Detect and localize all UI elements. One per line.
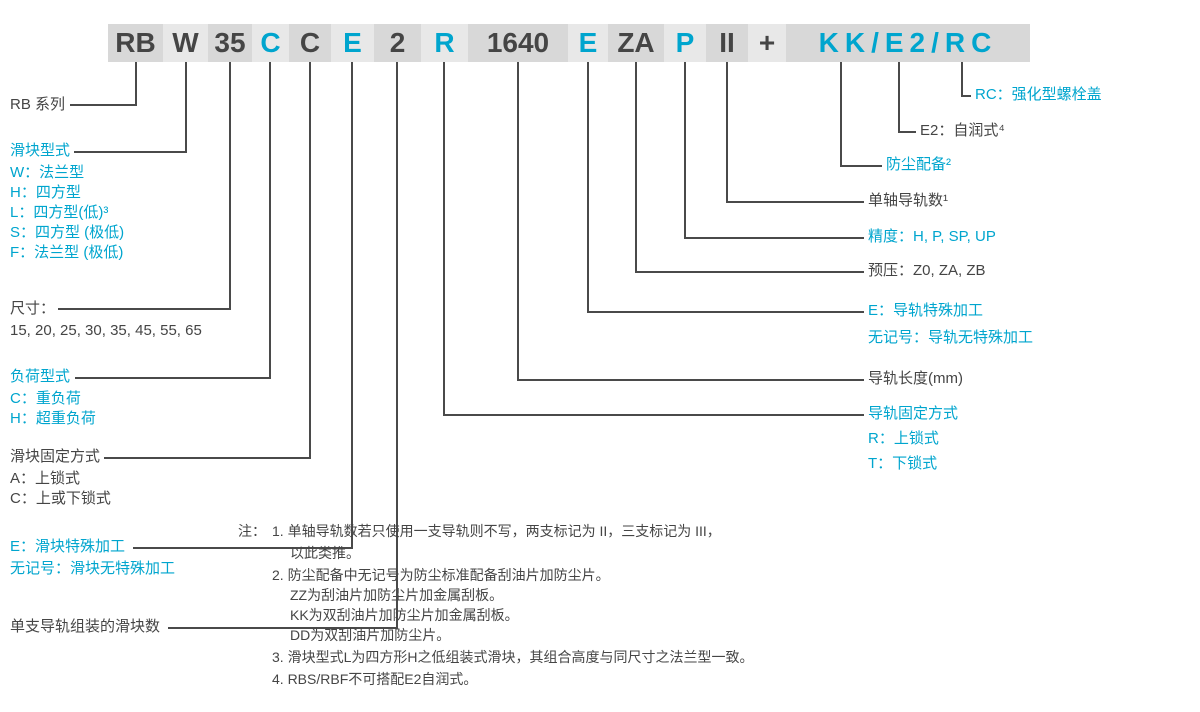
connector-line	[75, 377, 271, 379]
label-block-special-item: 无记号：滑块无特殊加工	[10, 560, 176, 577]
note-line: DD为双刮油片加防尘片。	[290, 627, 451, 643]
label-rail-fixing-title: 导轨固定方式	[868, 405, 959, 422]
label-rail-fixing-item: R：上锁式	[868, 430, 939, 447]
connector-line	[396, 62, 398, 629]
connector-line	[635, 62, 637, 273]
connector-line	[898, 131, 916, 133]
label-block-special-item: E：滑块特殊加工	[10, 538, 126, 555]
label-bolt-cap: RC：强化型螺栓盖	[975, 86, 1102, 103]
connector-line	[443, 62, 445, 416]
code-segment-preload: ZA	[608, 24, 664, 62]
connector-line	[269, 62, 271, 379]
code-segment-size: 35	[208, 24, 252, 62]
label-block-type-item: W：法兰型	[10, 164, 85, 181]
connector-line	[684, 237, 864, 239]
connector-line	[635, 271, 864, 273]
connector-line	[840, 62, 842, 167]
code-segment-series: RB	[108, 24, 163, 62]
connector-line	[351, 62, 353, 549]
connector-line	[74, 151, 187, 153]
label-size: 尺寸： 15, 20, 25, 30, 35, 45, 55, 65	[10, 299, 202, 341]
label-rail-count: 单轴导轨数¹	[868, 192, 948, 209]
notes-label: 注：	[238, 523, 266, 539]
label-accuracy: 精度：H, P, SP, UP	[868, 228, 996, 245]
label-block-type-item: L：四方型(低)³	[10, 204, 109, 221]
label-block-count: 单支导轨组装的滑块数	[10, 618, 161, 635]
connector-line	[185, 62, 187, 153]
connector-line	[961, 62, 963, 97]
label-block-type: 滑块型式 W：法兰型 H：四方型 L：四方型(低)³ S：四方型 (极低) F：…	[10, 141, 124, 263]
connector-line	[587, 62, 589, 313]
connector-line	[898, 62, 900, 133]
label-series: RB 系列	[10, 96, 66, 113]
connector-line	[309, 62, 311, 459]
label-self-lube: E2：自润式⁴	[920, 122, 1005, 139]
note-line: KK为双刮油片加防尘片加金属刮板。	[290, 607, 519, 623]
label-rail-length: 导轨长度(mm)	[868, 370, 963, 387]
connector-line	[587, 311, 864, 313]
label-block-type-item: F：法兰型 (极低)	[10, 244, 124, 261]
code-segment-rail-fixing: R	[421, 24, 468, 62]
label-block-type-item: S：四方型 (极低)	[10, 224, 125, 241]
connector-line	[104, 457, 311, 459]
label-rail-special: E：导轨特殊加工 无记号：导轨无特殊加工	[868, 301, 1033, 348]
code-segment-block-count: 2	[374, 24, 421, 62]
connector-line	[229, 62, 231, 310]
label-block-type-title: 滑块型式	[10, 142, 71, 159]
label-size-title: 尺寸：	[10, 300, 56, 317]
connector-line	[961, 95, 971, 97]
note-line: 1. 单轴导轨数若只使用一支导轨则不写，两支标记为 II，三支标记为 III，	[272, 523, 721, 539]
label-block-fixing-item: C：上或下锁式	[10, 490, 111, 507]
label-block-type-item: H：四方型	[10, 184, 81, 201]
code-segment-options: KK/E2/RC	[786, 24, 1030, 62]
note-line: ZZ为刮油片加防尘片加金属刮板。	[290, 587, 504, 603]
label-load-type: 负荷型式 C：重负荷 H：超重负荷	[10, 367, 96, 429]
note-line: 以此类推。	[290, 545, 360, 561]
label-block-fixing-title: 滑块固定方式	[10, 448, 101, 465]
connector-line	[443, 414, 864, 416]
label-rail-special-item: E：导轨特殊加工	[868, 302, 984, 319]
connector-line	[133, 547, 353, 549]
connector-line	[168, 627, 398, 629]
connector-line	[840, 165, 882, 167]
connector-line	[58, 308, 231, 310]
code-segment-plus: +	[748, 24, 786, 62]
label-load-type-item: H：超重负荷	[10, 410, 96, 427]
note-line: 3. 滑块型式L为四方形H之低组装式滑块，其组合高度与同尺寸之法兰型一致。	[272, 649, 754, 665]
label-dust-proof: 防尘配备²	[886, 156, 951, 173]
connector-line	[135, 62, 137, 106]
label-size-values: 15, 20, 25, 30, 35, 45, 55, 65	[10, 322, 202, 339]
label-preload: 预压：Z0, ZA, ZB	[868, 262, 986, 279]
label-rail-special-item: 无记号：导轨无特殊加工	[868, 329, 1034, 346]
code-segment-rail-count: II	[706, 24, 748, 62]
code-segment-block-special: E	[331, 24, 374, 62]
label-rail-fixing-item: T：下锁式	[868, 455, 938, 472]
label-block-fixing: 滑块固定方式 A：上锁式 C：上或下锁式	[10, 447, 111, 509]
connector-line	[517, 62, 519, 381]
label-load-type-item: C：重负荷	[10, 390, 81, 407]
connector-line	[70, 104, 137, 106]
code-segment-block-fixing: C	[289, 24, 331, 62]
label-rail-fixing: 导轨固定方式 R：上锁式 T：下锁式	[868, 404, 958, 474]
connector-line	[684, 62, 686, 239]
connector-line	[726, 62, 728, 203]
connector-line	[517, 379, 864, 381]
label-block-special: E：滑块特殊加工 无记号：滑块无特殊加工	[10, 537, 175, 579]
label-block-fixing-item: A：上锁式	[10, 470, 81, 487]
connector-line	[726, 201, 864, 203]
code-segment-rail-length: 1640	[468, 24, 568, 62]
label-load-type-title: 负荷型式	[10, 368, 71, 385]
code-segment-accuracy: P	[664, 24, 706, 62]
code-segment-load-type: C	[252, 24, 289, 62]
code-segment-rail-special: E	[568, 24, 608, 62]
note-line: 4. RBS/RBF不可搭配E2自润式。	[272, 671, 478, 687]
code-segment-block-type: W	[163, 24, 208, 62]
note-line: 2. 防尘配备中无记号为防尘标准配备刮油片加防尘片。	[272, 567, 610, 583]
